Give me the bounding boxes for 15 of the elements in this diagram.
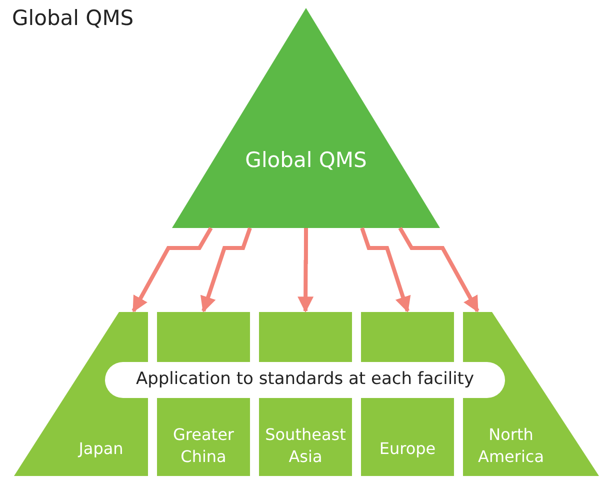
arrow <box>298 228 314 313</box>
node-label: Southeast Asia <box>264 424 347 468</box>
banner-box <box>105 362 505 398</box>
arrow <box>200 227 252 313</box>
node-label: Greater China <box>172 424 235 468</box>
arrow <box>360 227 411 313</box>
triangle-shape <box>172 8 440 228</box>
diagram-title: Global QMS <box>12 6 134 30</box>
node-label: Application to standards at each facility <box>134 369 476 389</box>
arrow <box>132 227 213 312</box>
node-label: Japan <box>76 438 124 460</box>
node-label: Europe <box>378 438 437 460</box>
arrow <box>398 227 480 312</box>
node-label: North America <box>477 424 545 468</box>
node-label: Global QMS <box>244 147 368 174</box>
